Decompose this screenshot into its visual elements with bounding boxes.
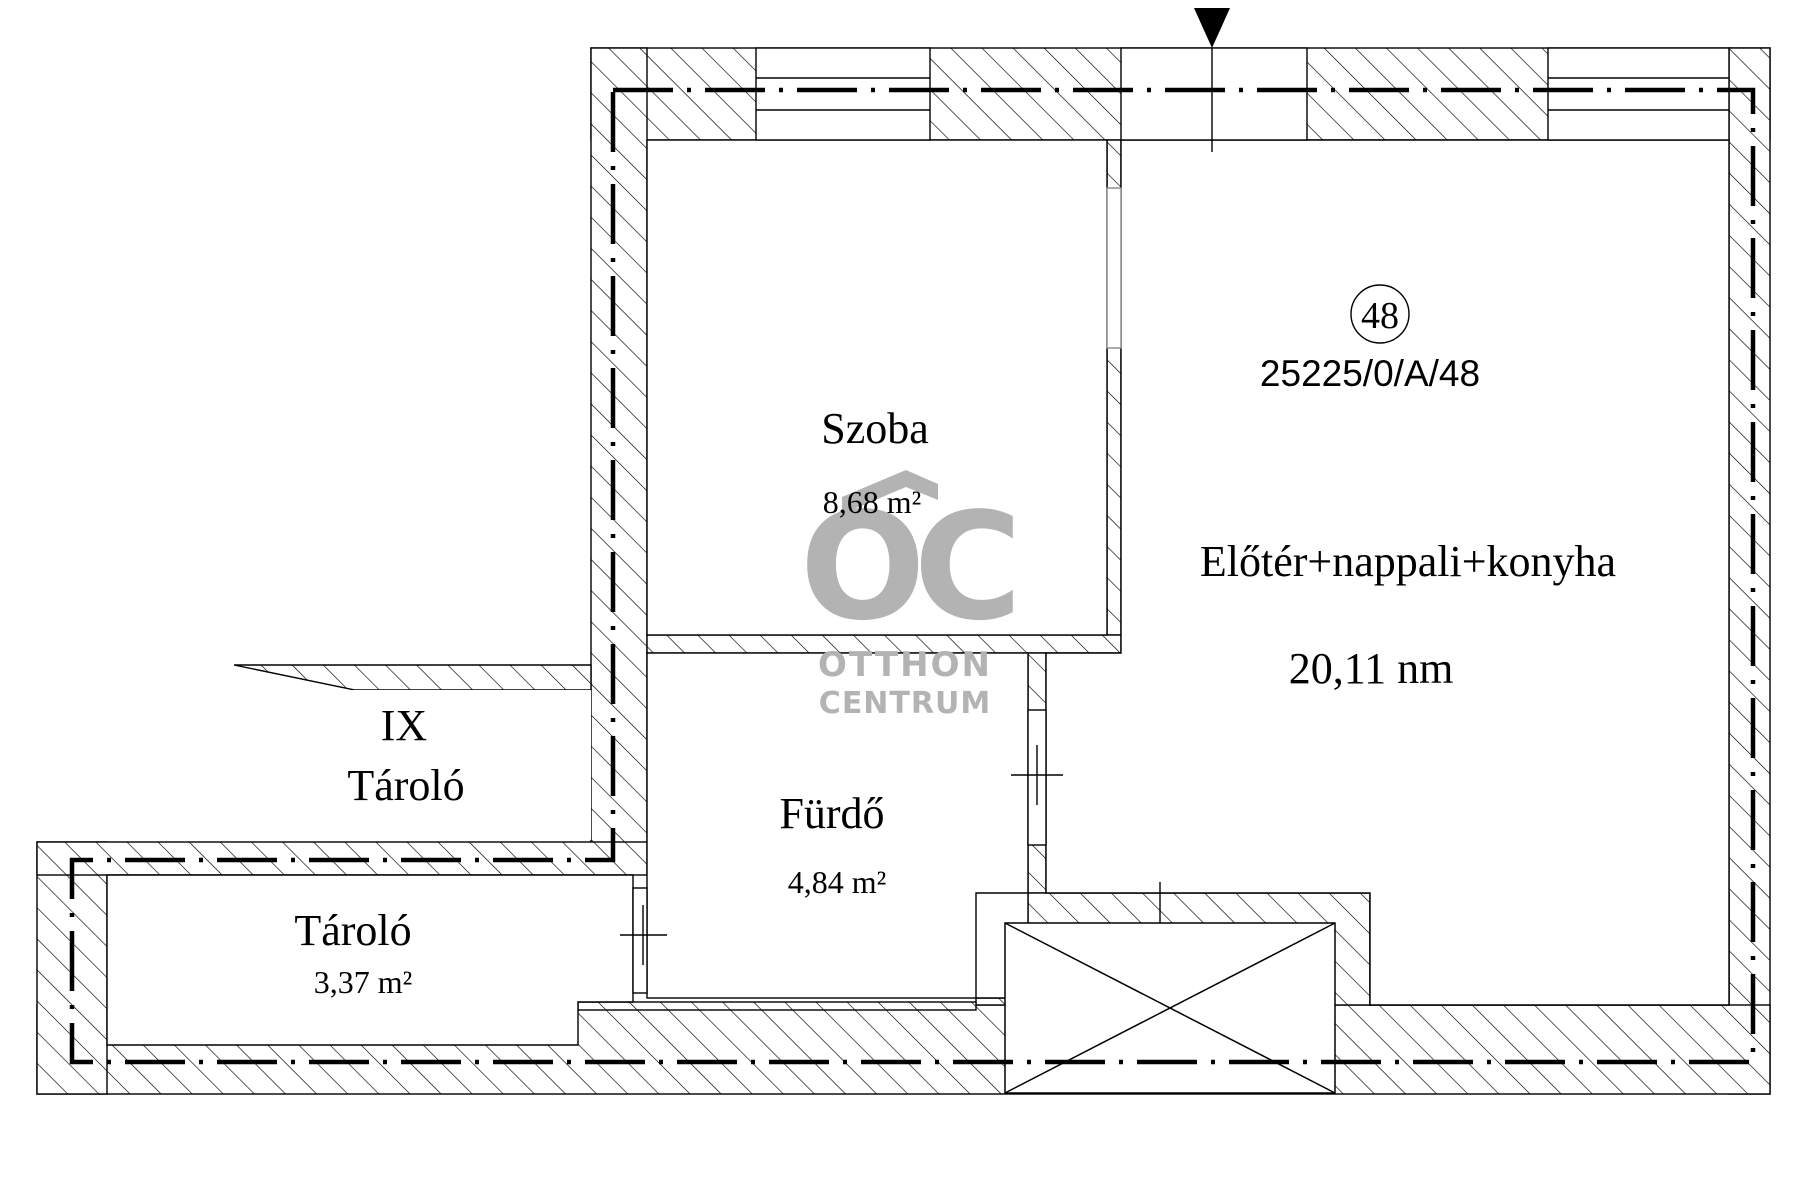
room-nappali-area: 20,11 nm bbox=[1289, 644, 1454, 693]
crossed-box-icon bbox=[1004, 922, 1336, 1094]
watermark-monogram: OC bbox=[800, 481, 1014, 653]
door-szoba bbox=[1106, 187, 1122, 349]
unit-number-badge: 48 bbox=[1350, 284, 1410, 344]
room-nappali-name: Előtér+nappali+konyha bbox=[1200, 537, 1616, 586]
room-szoba-area: 8,68 m² bbox=[823, 484, 921, 520]
triangle-down-icon bbox=[1194, 8, 1230, 152]
room-tarolo-area: 3,37 m² bbox=[314, 964, 412, 1000]
doors bbox=[620, 187, 1161, 994]
watermark-line2: CENTRUM bbox=[819, 686, 991, 721]
room-tarolo-ix-number: IX bbox=[381, 701, 427, 750]
room-nappali-floor bbox=[1045, 139, 1730, 1006]
watermark-line1: OTTHON bbox=[818, 645, 992, 685]
room-interiors bbox=[0, 139, 1730, 1046]
windows bbox=[755, 47, 1730, 141]
room-tarolo-ix-name: Tároló bbox=[347, 761, 464, 810]
window-szoba bbox=[755, 47, 931, 141]
wall-storage-step bbox=[577, 1001, 977, 1011]
wall-left-upper bbox=[590, 47, 648, 859]
room-szoba-name: Szoba bbox=[821, 404, 929, 453]
unit-reference: 25225/0/A/48 bbox=[1260, 353, 1480, 394]
wall-ix-roof bbox=[233, 664, 592, 691]
window-entrance bbox=[1120, 47, 1308, 141]
room-szoba-floor bbox=[646, 139, 1108, 636]
room-tarolo-name: Tároló bbox=[294, 906, 411, 955]
unit-number: 48 bbox=[1361, 295, 1399, 337]
room-furdo-floor bbox=[646, 652, 1029, 999]
room-tarolo-ix-floor bbox=[0, 690, 591, 840]
window-nappali bbox=[1547, 47, 1730, 141]
door-tarolo bbox=[632, 887, 648, 994]
watermark-logo: OC OTTHON CENTRUM bbox=[800, 470, 1026, 721]
room-tarolo-floor bbox=[106, 874, 634, 1046]
room-furdo-area: 4,84 m² bbox=[788, 864, 886, 900]
room-furdo-name: Fürdő bbox=[779, 789, 884, 838]
unit-boundary bbox=[69, 87, 1756, 1065]
house-roof-icon bbox=[842, 470, 938, 514]
wall-right bbox=[1728, 47, 1771, 1095]
